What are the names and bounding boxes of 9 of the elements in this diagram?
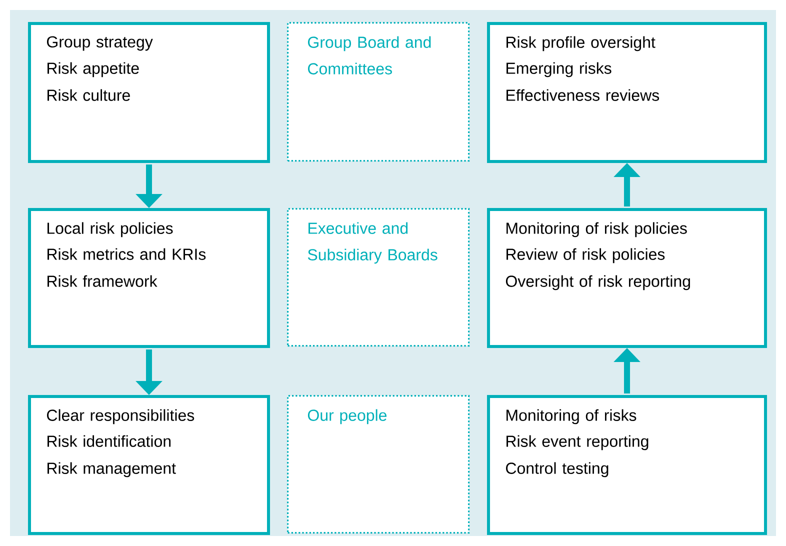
group-label-box: Executive and Subsidiary Boards	[287, 208, 470, 347]
group-label-box: Our people	[287, 395, 470, 534]
text-box: Monitoring of risks Risk event reporting Control testing	[487, 395, 767, 535]
text-box: Local risk policies Risk metrics and KRIs Risk framework	[28, 208, 270, 348]
text-box: Risk profile oversight Emerging risks Effectiveness reviews	[487, 22, 767, 163]
text-box: Monitoring of risk policies Review of risk policies Oversight of risk reporting	[487, 208, 767, 348]
text-box: Clear responsibilities Risk identification Risk management	[28, 395, 270, 535]
text-box: Group strategy Risk appetite Risk culture	[28, 22, 270, 163]
group-label-box: Group Board and Committees	[287, 22, 470, 162]
